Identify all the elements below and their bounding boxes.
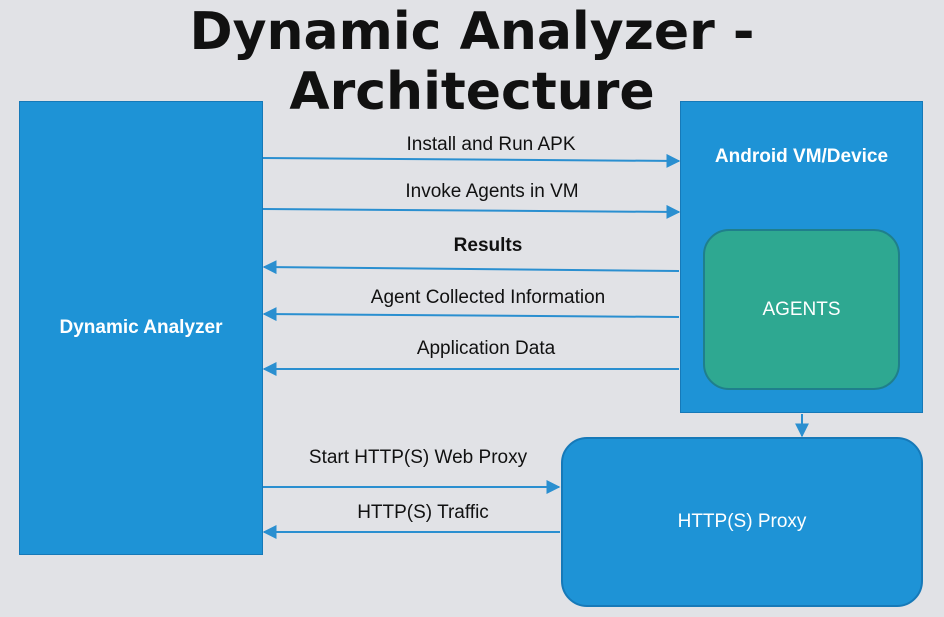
proxy-label: HTTP(S) Proxy (677, 511, 807, 532)
edge-label-https-traffic: HTTP(S) Traffic (357, 502, 489, 523)
proxy-node: HTTP(S) Proxy (561, 437, 923, 607)
edge-results (262, 260, 680, 275)
edge-agent-info (262, 307, 680, 322)
edge-label-invoke-agents: Invoke Agents in VM (405, 181, 579, 202)
edge-label-agent-info: Agent Collected Information (370, 287, 606, 308)
edge-label-results: Results (453, 235, 523, 256)
agents-node: AGENTS (703, 229, 900, 390)
edge-install-run (262, 153, 681, 168)
agents-label: AGENTS (762, 298, 841, 320)
dynamic-analyzer-node: Dynamic Analyzer (19, 101, 263, 555)
dynamic-analyzer-label: Dynamic Analyzer (59, 317, 223, 338)
edge-invoke-agents (262, 204, 681, 219)
page-title: Dynamic Analyzer - Architecture (189, 2, 755, 122)
edge-label-install-run: Install and Run APK (406, 134, 576, 155)
edge-label-app-data: Application Data (416, 338, 556, 359)
android-device-label: Android VM/Device (714, 146, 889, 167)
edge-label-start-proxy: Start HTTP(S) Web Proxy (308, 447, 528, 468)
